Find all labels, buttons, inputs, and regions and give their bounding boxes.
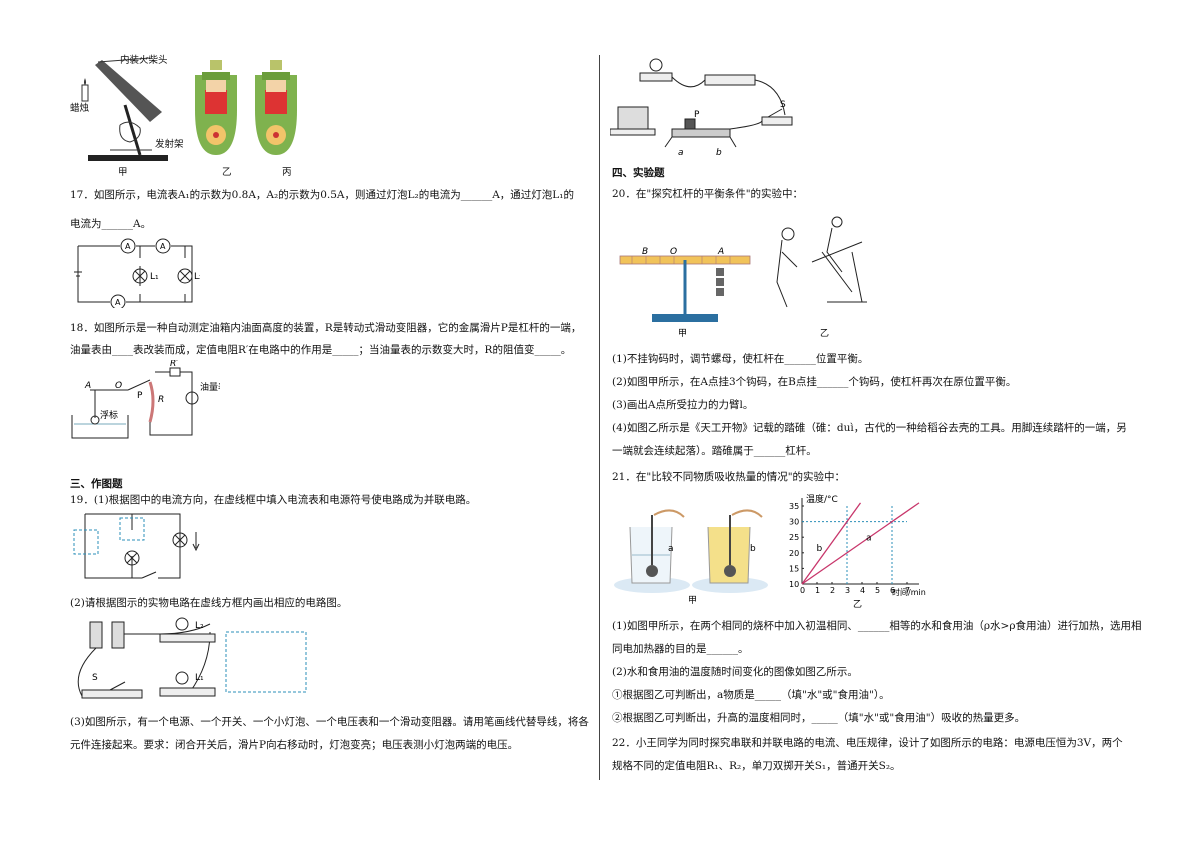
caption-bing: 丙 <box>282 167 292 178</box>
q17-a3-label: A <box>115 298 121 307</box>
q20-caption-jia: 甲 <box>678 328 687 339</box>
y-tick-label: 15 <box>789 564 799 573</box>
x-tick-label: 2 <box>830 586 835 595</box>
q21-sub1-line1: (1)如图甲所示，在两个相同的烧杯中加入初温相同、______相等的水和食用油（… <box>612 620 1142 632</box>
series-line-b <box>801 502 862 585</box>
q19-part2: (2)请根据图示的实物电路在虚线方框内画出相应的电路图。 <box>70 597 348 609</box>
column-divider <box>599 55 600 780</box>
q20-sub3: (3)画出A点所受拉力的力臂l。 <box>612 399 754 411</box>
rocket-launcher-drawing <box>81 57 297 161</box>
caption-yi: 乙 <box>222 167 232 178</box>
candle-label: 蜡烛 <box>70 103 90 114</box>
q19-part3-line2: 元件连接起来。要求：闭合开关后，滑片P向右移动时，灯泡变亮；电压表测小灯泡两端的… <box>70 739 519 751</box>
rocket-engine-figure: 内装火柴头 蜡烛 发射架 甲 乙 丙 <box>70 50 330 180</box>
q18-line2: 油量表由____表改装而成，定值电阻R′在电路中的作用是_____；当油量表的示… <box>70 344 572 356</box>
x-tick-label: 0 <box>800 586 805 595</box>
q21-sub1-line2: 同电加热器的目的是______。 <box>612 643 749 655</box>
y-tick-label: 25 <box>789 533 799 542</box>
q19-l1-label: L₁ <box>195 673 204 683</box>
series-line-a <box>801 502 920 585</box>
components-s-label: S <box>780 100 786 110</box>
temperature-time-chart-svg: 温度/°C 时间/min 乙 0 1 2 3 4 5 6 7 10 15 20 25 30 35 a b <box>789 493 926 610</box>
q19-l2-label: L₂ <box>195 621 204 631</box>
temperature-time-chart: 温度/°C 时间/min 乙 0 1 2 3 4 5 6 7 10 15 20 25 30 35 a b <box>780 492 940 610</box>
q20-o-label: O <box>670 247 677 257</box>
q19-components-drawing: S P a b <box>609 58 793 158</box>
q20-caption-yi: 乙 <box>820 328 829 339</box>
q21-beakers-figure: a b 甲 <box>612 505 782 606</box>
q18-meter-label: 油量表 <box>200 381 220 393</box>
q17-l2-label: L₂ <box>194 272 200 282</box>
q20-lever-drawing: B O A 甲 乙 <box>619 216 867 339</box>
q18-rprime-label: R′ <box>170 360 178 369</box>
q22-line2: 规格不同的定值电阻R₁、R₂，单刀双掷开关S₁，普通开关S₂。 <box>612 760 901 772</box>
series-label-a: a <box>866 533 872 543</box>
q21-sub2a: ①根据图乙可判断出，a物质是_____（填"水"或"食用油"）。 <box>612 689 890 701</box>
q18-o-label: O <box>115 381 122 391</box>
series-label-b: b <box>817 544 823 554</box>
launcher-label: 发射架 <box>155 139 184 150</box>
y-tick-label: 35 <box>789 502 799 511</box>
q18-float-label: 浮标 <box>100 409 118 421</box>
chart-caption-yi: 乙 <box>853 599 862 610</box>
components-p-label: P <box>694 110 700 120</box>
q20-lever-figure: B O A 甲 乙 <box>612 212 872 340</box>
beakers-caption-jia: 甲 <box>688 595 697 605</box>
q17-line2: 电流为______A。 <box>70 218 152 230</box>
q19-s-label: S <box>92 673 98 683</box>
q17-line1: 17．如图所示，电流表A₁的示数为0.8A，A₂的示数为0.5A，则通过灯泡L₂… <box>70 189 574 201</box>
beaker-b-label: b <box>750 544 756 554</box>
components-a-label: a <box>678 148 684 158</box>
beaker-a-label: a <box>668 544 674 554</box>
q19-parallel-circuit: S <box>73 513 200 593</box>
q19-components-figure: S P a b <box>609 55 800 165</box>
q21-beakers-drawing: a b 甲 <box>614 509 768 606</box>
q18-r-label: R <box>158 395 164 405</box>
q21-title: 21．在"比较不同物质吸收热量的情况"的实验中： <box>612 471 846 483</box>
caption-jia: 甲 <box>118 167 128 178</box>
q21-sub2b: ②根据图乙可判断出，升高的温度相同时，_____（填"水"或"食用油"）吸收的热… <box>612 712 1026 724</box>
q18-oil-gauge-drawing: A O P R R′ 浮标 油量表 <box>71 359 227 439</box>
q20-title: 20．在"探究杠杆的平衡条件"的实验中： <box>612 188 804 200</box>
components-b-label: b <box>716 148 722 158</box>
y-tick-label: 30 <box>789 518 799 527</box>
q20-b-label: B <box>642 247 648 257</box>
q20-sub2: (2)如图甲所示，在A点挂3个钩码，在B点挂______个钩码，使杠杆再次在原位… <box>612 376 1017 388</box>
q18-oil-gauge-figure: A O P R R′ 浮标 油量表 <box>70 359 227 442</box>
q17-a1-label: A <box>125 242 131 251</box>
x-tick-label: 1 <box>815 586 820 595</box>
q20-sub1: (1)不挂钩码时，调节螺母，使杠杆在______位置平衡。 <box>612 353 869 365</box>
q18-a-label: A <box>84 381 91 391</box>
q19-physical-circuit-figure: L₂ L₁ S <box>70 614 320 704</box>
q18-p-label: P <box>137 391 143 401</box>
q19-physical-circuit: L₂ L₁ S <box>77 617 307 699</box>
x-tick-label: 4 <box>860 586 865 595</box>
x-tick-label: 3 <box>845 586 850 595</box>
x-tick-label: 5 <box>875 586 880 595</box>
section-4-heading: 四、实验题 <box>612 167 665 179</box>
y-tick-label: 10 <box>789 580 799 589</box>
q20-a-label: A <box>717 247 724 257</box>
chart-xlabel: 时间/min <box>892 587 926 597</box>
q20-sub4-line1: (4)如图乙所示是《天工开物》记载的踏碓（碓：duì，古代的一种给稻谷去壳的工具… <box>612 422 1127 434</box>
x-tick-label: 6 <box>890 586 895 595</box>
q17-l1-label: L₁ <box>150 272 159 282</box>
y-tick-label: 20 <box>789 549 799 558</box>
q19-part1: 19．(1)根据图中的电流方向，在虚线框中填入电流表和电源符号使电路成为并联电路… <box>70 494 477 506</box>
q19-parallel-circuit-figure: S <box>70 510 210 593</box>
chart-ylabel: 温度/°C <box>806 493 838 505</box>
q17-circuit-figure: A A A L₁ L₂ <box>70 236 203 310</box>
q18-line1: 18．如图所示是一种自动测定油箱内油面高度的装置，R是转动式滑动变阻器，它的金属… <box>70 322 582 334</box>
q21-sub2: (2)水和食用油的温度随时间变化的图像如图乙所示。 <box>612 666 858 678</box>
q20-sub4-line2: 一端就会连续起落）。踏碓属于______杠杆。 <box>612 445 817 457</box>
q22-line1: 22．小王同学为同时探究串联和并联电路的电流、电压规律，设计了如图所示的电路：电… <box>612 737 1123 749</box>
q19-part3-line1: (3)如图所示，有一个电源、一个开关、一个小灯泡、一个电压表和一个滑动变阻器。请… <box>70 716 589 728</box>
x-tick-label: 7 <box>905 586 910 595</box>
section-3-heading: 三、作图题 <box>70 478 123 490</box>
q17-a2-label: A <box>160 242 166 251</box>
q17-circuit: A A A L₁ L₂ <box>74 238 203 310</box>
matchhead-label: 内装火柴头 <box>120 55 168 66</box>
